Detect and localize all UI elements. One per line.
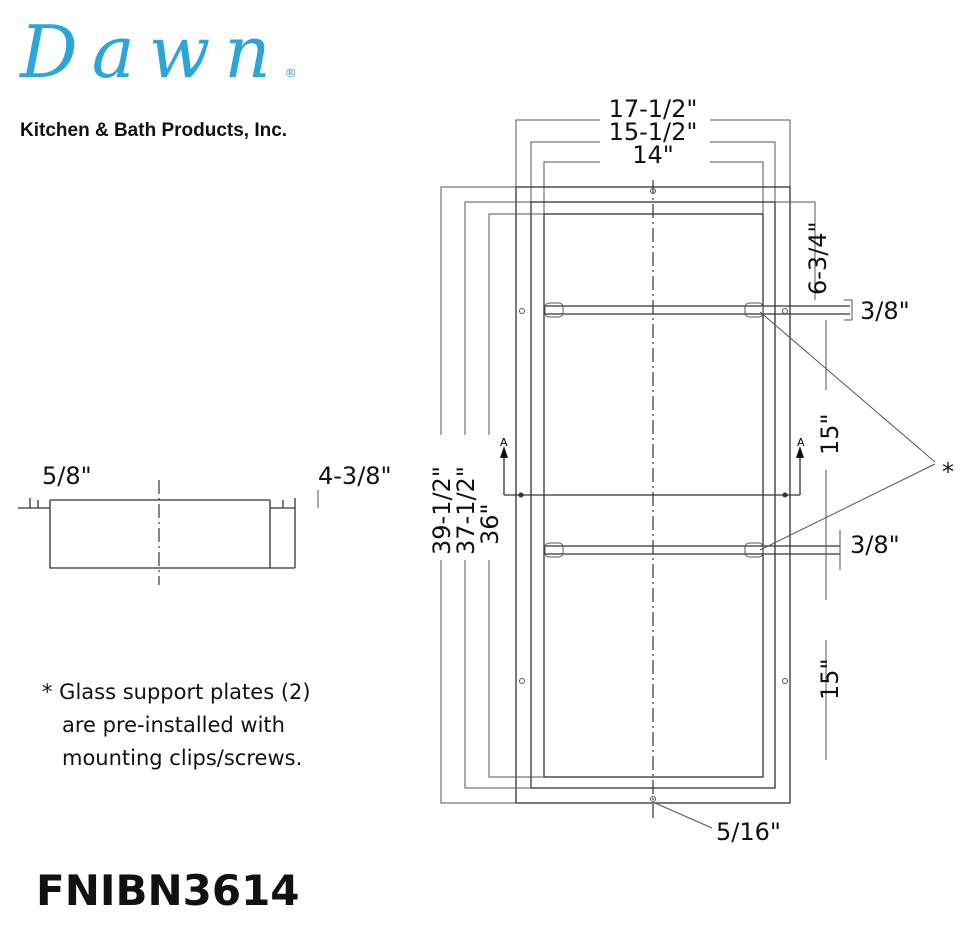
dim-height-outer: 39-1/2": [428, 466, 456, 555]
dim-shelf-thickness-1: 3/8": [860, 297, 910, 325]
dim-shelf-thickness-2: 3/8": [850, 531, 900, 559]
dim-shelf-spacing-1: 15": [816, 413, 844, 455]
glass-support-note: * Glass support plates (2) are pre-insta…: [42, 676, 311, 775]
dim-width-inner: 14": [632, 141, 674, 169]
dim-top-to-shelf: 6-3/4": [804, 221, 832, 295]
note-line: mounting clips/screws.: [62, 746, 303, 770]
dawn-logo: Dawn®: [20, 10, 297, 94]
section-mark-right: A: [797, 436, 805, 449]
dim-width-mid: 15-1/2": [609, 118, 698, 146]
note-line: are pre-installed with: [62, 713, 285, 737]
dim-depth: 4-3/8": [318, 462, 392, 490]
dim-shelf-spacing-2: 15": [816, 658, 844, 700]
model-number: FNIBN3614: [36, 866, 300, 915]
dim-width-outer: 17-1/2": [609, 95, 698, 123]
dim-flange: 5/8": [42, 462, 92, 490]
dim-height-mid: 37-1/2": [452, 466, 480, 555]
note-line: * Glass support plates (2): [42, 680, 311, 704]
dim-height-inner: 36": [476, 503, 504, 545]
side-view: 5/8" 4-3/8": [18, 462, 392, 585]
dim-bottom-offset: 5/16": [716, 818, 781, 846]
company-name: Kitchen & Bath Products, Inc.: [20, 120, 288, 141]
section-mark-left: A: [500, 436, 508, 449]
asterisk-callout: *: [942, 458, 954, 486]
front-view: 17-1/2" 15-1/2" 14" 39-1/2" 37-1/2" 36": [428, 95, 954, 846]
